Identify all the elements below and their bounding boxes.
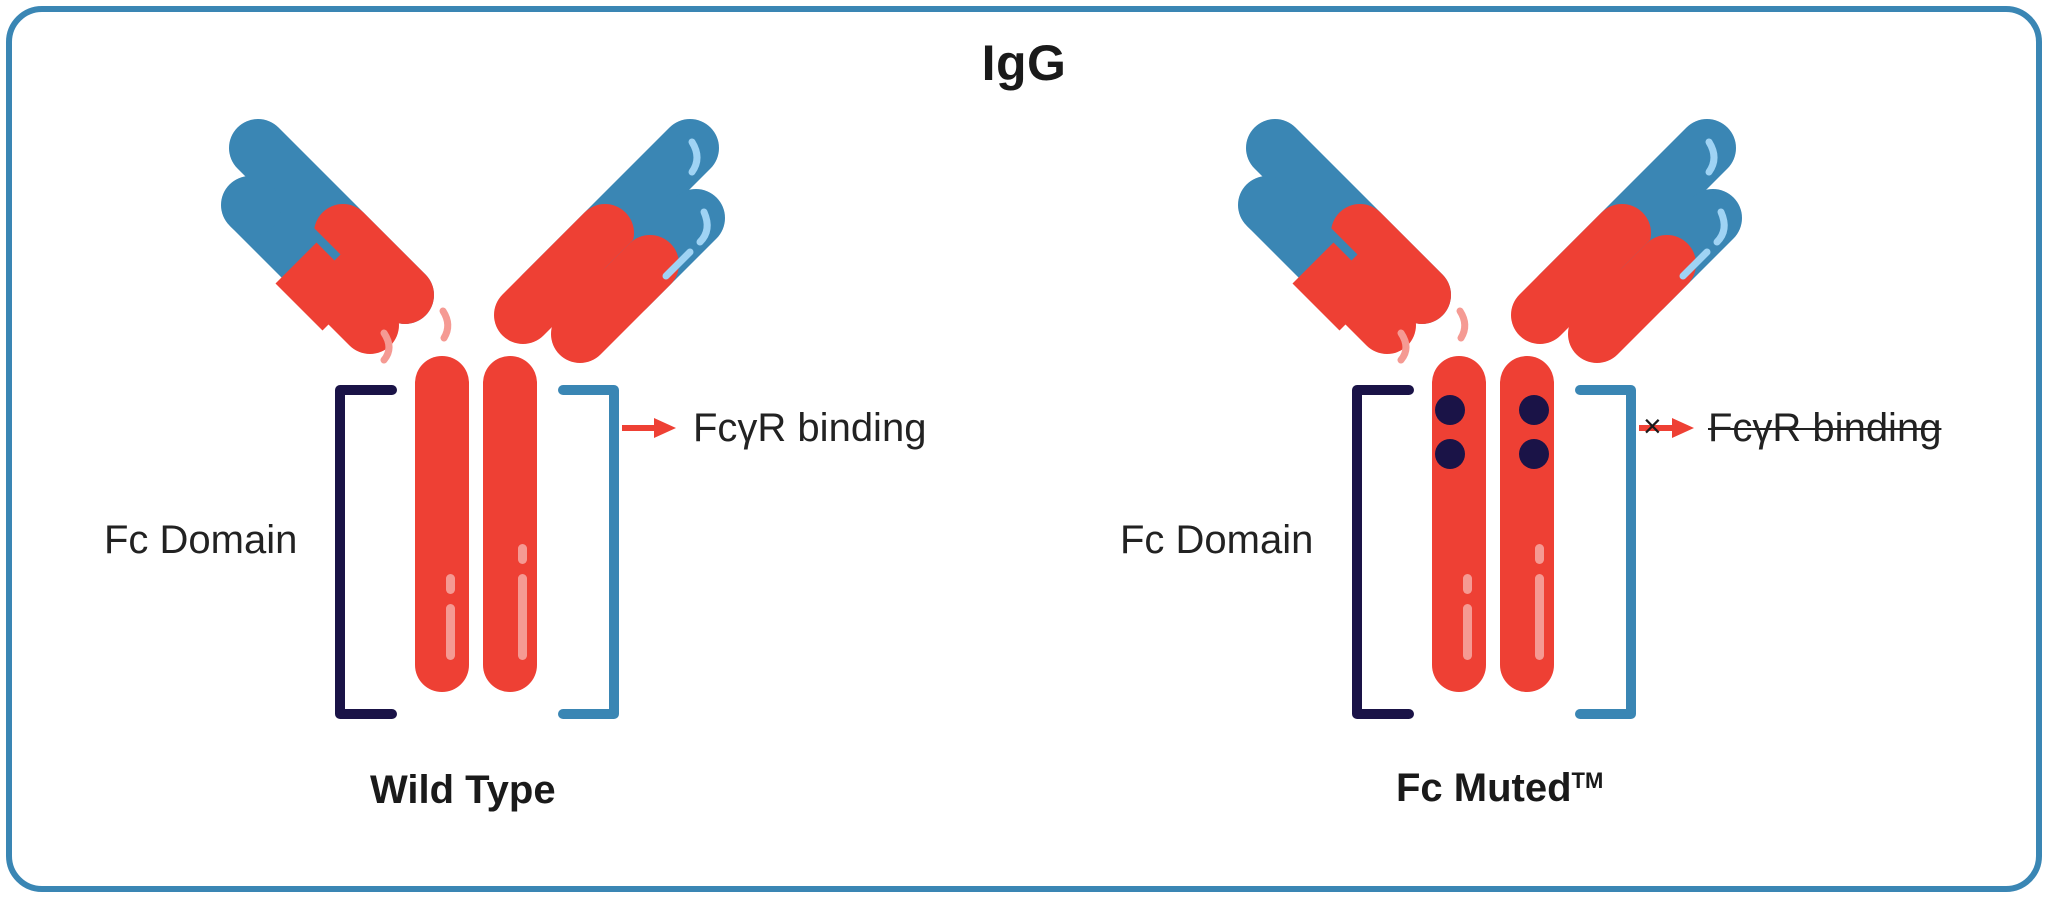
- fc-domain-label: Fc Domain: [1120, 518, 1314, 562]
- diagram-title: IgG: [981, 35, 1067, 91]
- arrow-right-icon: [1639, 418, 1694, 438]
- wild-type-antibody: [250, 142, 707, 714]
- trademark-mark: TM: [1571, 768, 1604, 793]
- arrow-right-icon: [622, 418, 676, 438]
- variant-name: Fc Muted: [1396, 766, 1572, 810]
- mutation-dots: [1435, 395, 1549, 469]
- diagram-frame: [6, 6, 2042, 892]
- cross-icon: ×: [1643, 408, 1662, 444]
- fc-muted-antibody: [1267, 142, 1724, 714]
- fc-domain-label: Fc Domain: [104, 518, 298, 562]
- binding-label: FcγR binding: [693, 406, 927, 450]
- variant-label-wild-type: Wild Type: [370, 768, 556, 812]
- binding-label-blocked: FcγR binding: [1708, 406, 1942, 450]
- variant-label-fc-muted: Fc MutedTM: [1396, 766, 1603, 811]
